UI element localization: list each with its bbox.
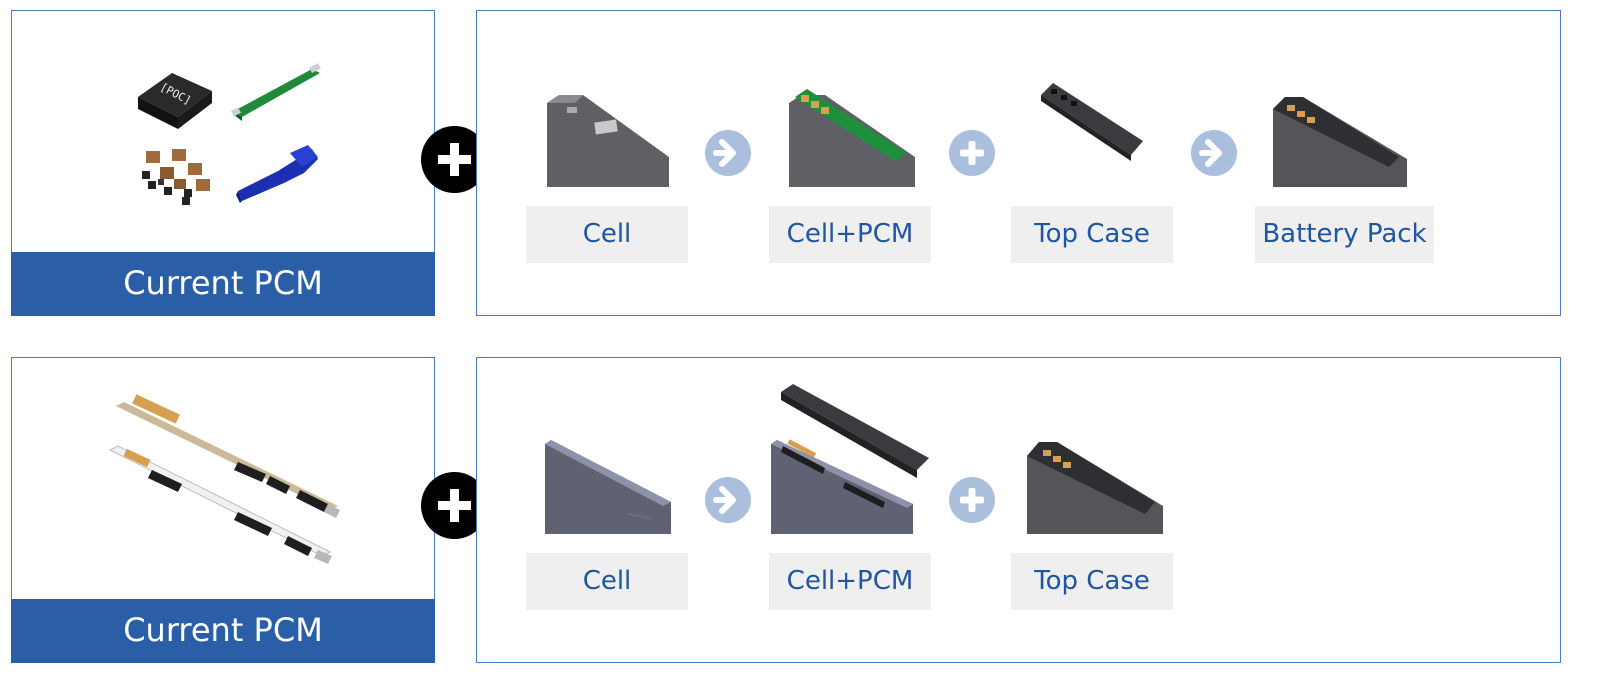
step-label: Cell bbox=[526, 206, 688, 263]
step-label: Top Case bbox=[1011, 206, 1173, 263]
plus-icon bbox=[949, 477, 995, 523]
arrow-right-icon bbox=[705, 477, 751, 523]
step-label: Cell+PCM bbox=[769, 553, 931, 610]
arrow-right-icon bbox=[1191, 130, 1237, 176]
blue-tab bbox=[236, 145, 318, 203]
cell-image bbox=[545, 440, 671, 534]
step-label: Cell+PCM bbox=[769, 206, 931, 263]
step-label: Top Case bbox=[1011, 553, 1173, 610]
flex-strip-upper bbox=[116, 394, 340, 518]
pcm-panel-1: [POC] bbox=[11, 10, 435, 316]
step-label: Battery Pack bbox=[1255, 206, 1434, 263]
top-case-image bbox=[1041, 83, 1143, 161]
pcm-components-image: [POC] bbox=[12, 11, 434, 255]
arrow-right-icon bbox=[705, 130, 751, 176]
top-case-image bbox=[1027, 442, 1163, 534]
ic-chip: [POC] bbox=[138, 73, 212, 129]
assembly-flow-1: Cell Cell+PCM Top Case bbox=[476, 10, 1561, 316]
cell-pcm-image bbox=[771, 384, 929, 534]
assembly-flow-2: Cell Cell+PCM Top Case bbox=[476, 357, 1561, 663]
pcb-strip bbox=[231, 63, 321, 121]
battery-pack-image bbox=[1273, 97, 1407, 187]
passive-components bbox=[142, 149, 210, 205]
pcm-caption: Current PCM bbox=[11, 599, 435, 663]
pcm-panel-2: Current PCM bbox=[11, 357, 435, 663]
cell-pcm-image bbox=[789, 89, 915, 187]
plus-icon bbox=[949, 130, 995, 176]
cell-image bbox=[547, 95, 669, 187]
step-label: Cell bbox=[526, 553, 688, 610]
pcm-flex-strips-image bbox=[12, 358, 434, 602]
pcm-caption: Current PCM bbox=[11, 252, 435, 316]
flex-strip-lower bbox=[108, 445, 332, 564]
